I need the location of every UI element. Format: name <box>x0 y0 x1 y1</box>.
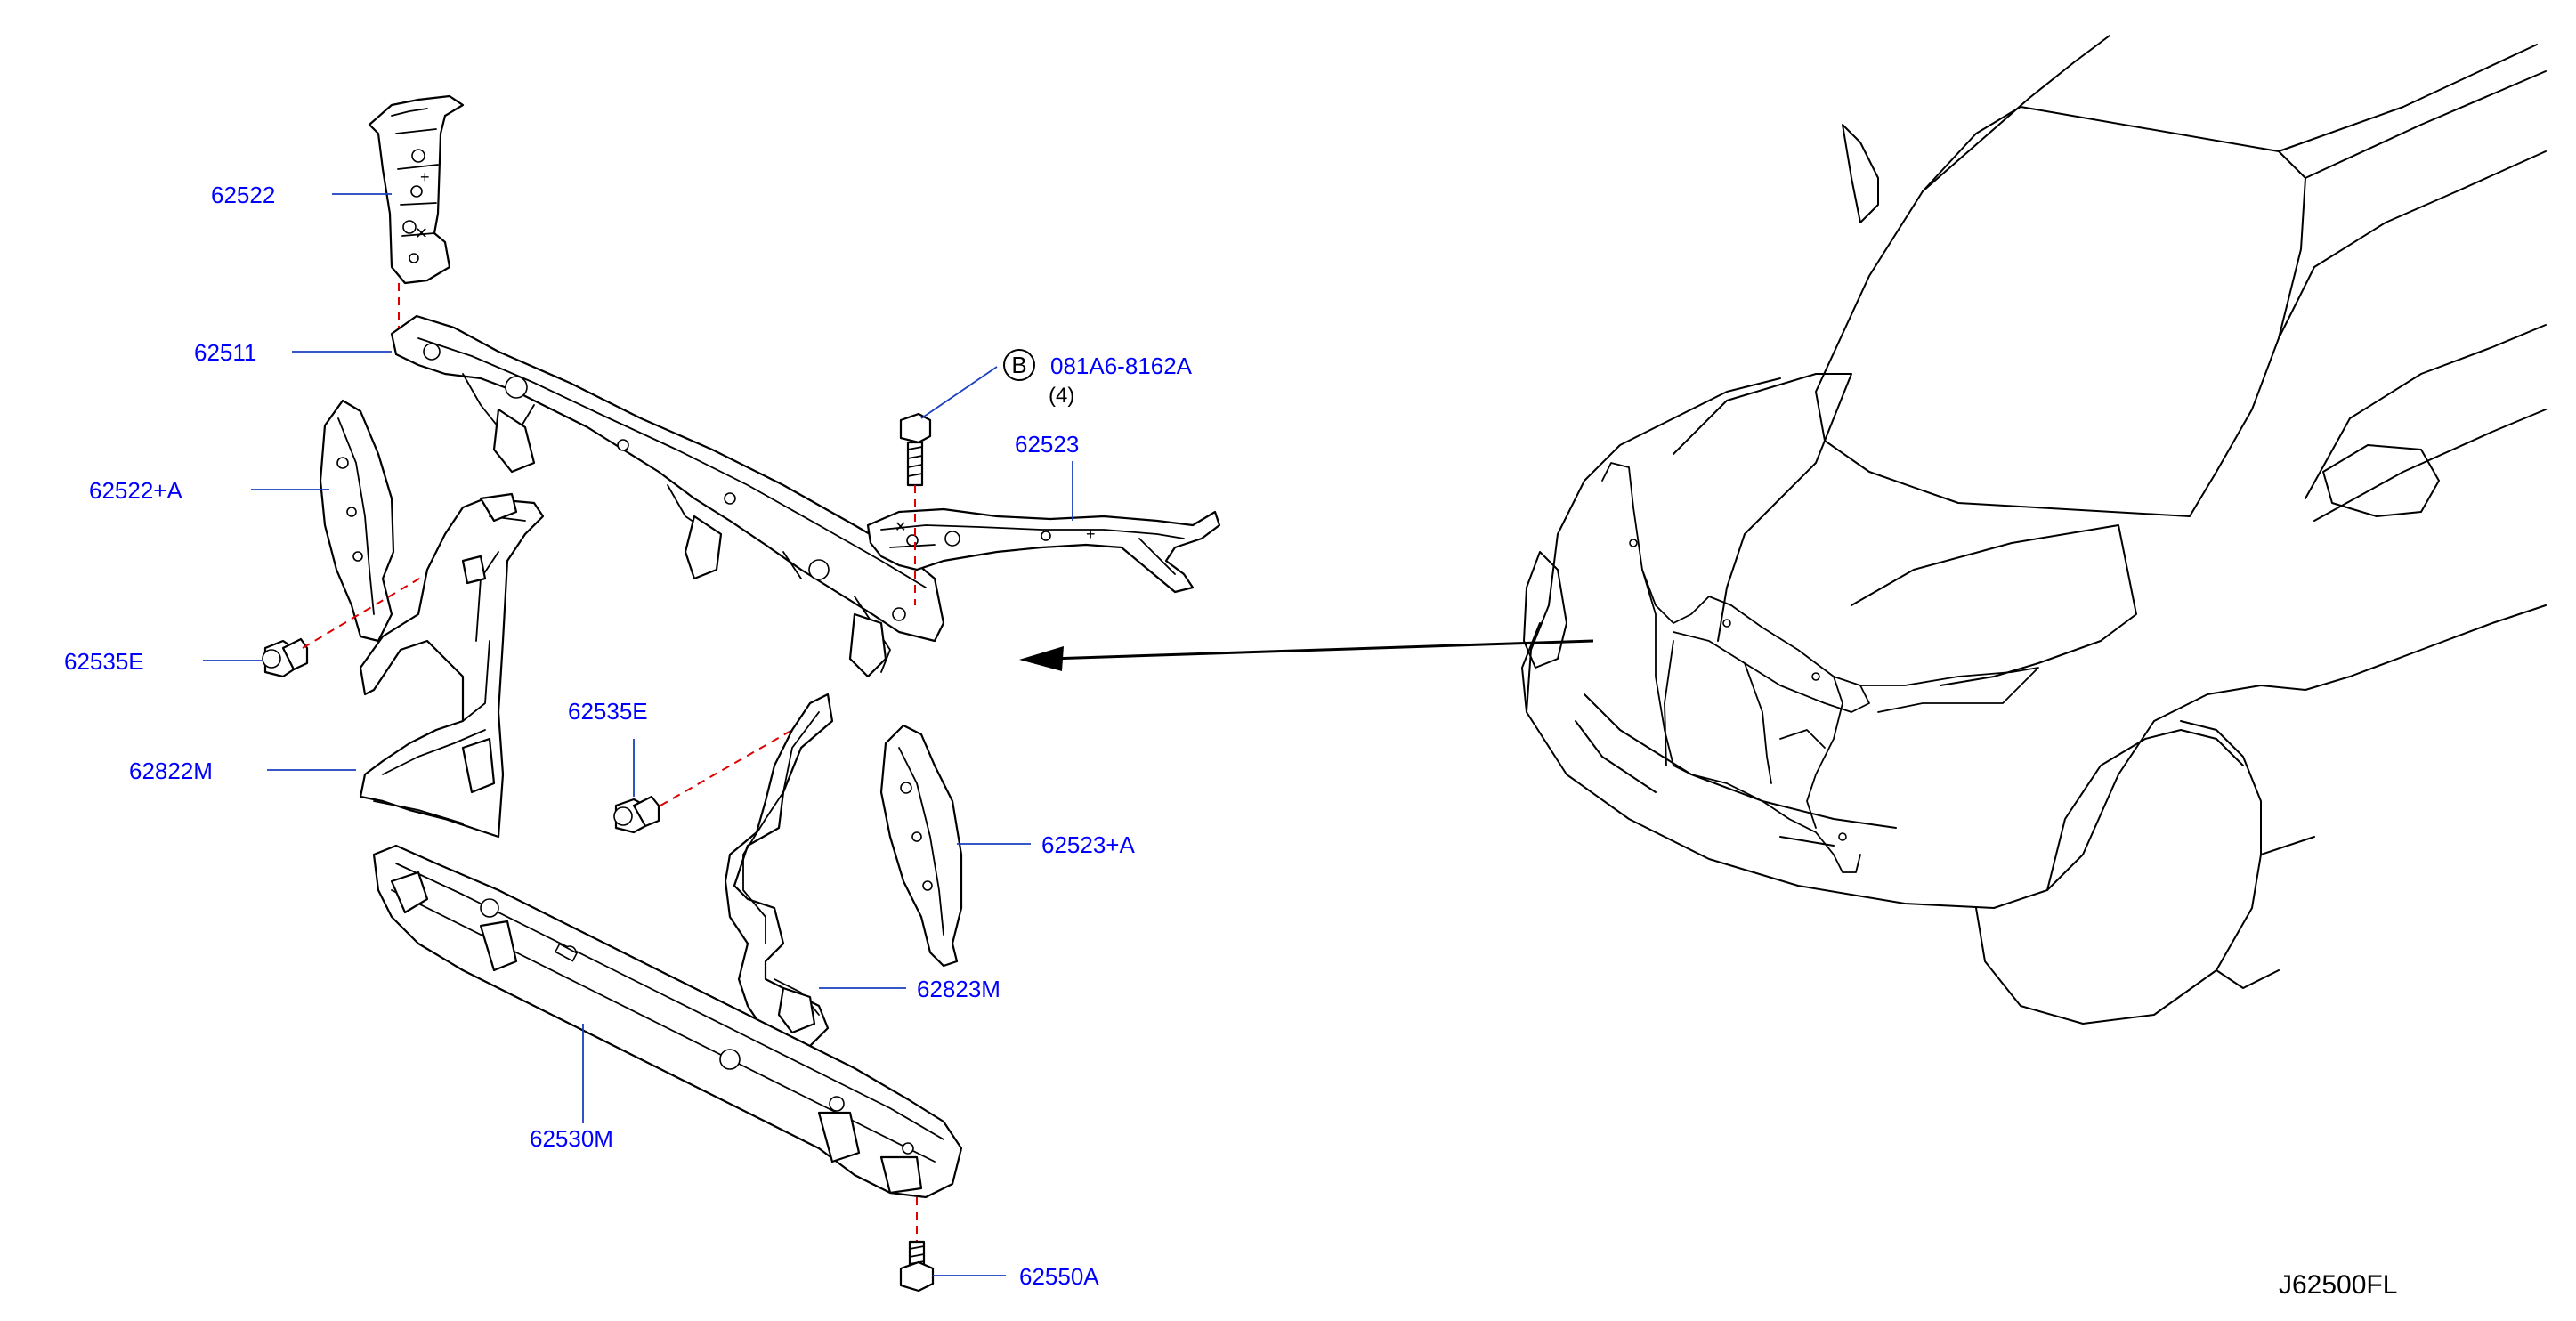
label-62522: 62522 <box>211 182 275 208</box>
part-62523-upper-stay: + ✕ <box>866 507 1221 594</box>
svg-text:+: + <box>1086 525 1096 543</box>
part-62822M-air-guide-left <box>359 492 545 839</box>
label-62823M: 62823M <box>917 976 1000 1002</box>
label-62535E-mid: 62535E <box>568 698 648 725</box>
label-62511: 62511 <box>194 339 256 366</box>
vehicle-front-view <box>1521 35 2547 1025</box>
label-62822M: 62822M <box>129 758 213 784</box>
bolt-symbol-circle <box>1003 349 1035 381</box>
part-62535E-mid-clip <box>613 795 660 834</box>
bolt-081A6-8162A <box>899 412 932 487</box>
label-bolt-qty: (4) <box>1049 384 1074 408</box>
part-62523A-side-stay <box>879 724 963 968</box>
leader-bolt-081A6 <box>920 366 998 419</box>
diagram-code: J62500FL <box>2279 1270 2397 1300</box>
label-bolt-081A6: 081A6-8162A <box>1050 353 1193 379</box>
part-62823M-air-guide-right <box>724 693 834 1048</box>
bolt-symbol-letter: B <box>1011 352 1026 378</box>
svg-text:+: + <box>420 168 430 186</box>
label-62550A: 62550A <box>1019 1263 1099 1290</box>
location-arrow <box>1019 639 1594 671</box>
svg-text:✕: ✕ <box>895 520 906 535</box>
part-62511-upper-member <box>390 314 945 678</box>
label-62522A: 62522+A <box>89 477 182 504</box>
label-62523A: 62523+A <box>1041 831 1135 858</box>
part-62530M-lower-member <box>372 844 963 1199</box>
label-62530M: 62530M <box>530 1125 613 1152</box>
bolt-62550A <box>899 1240 935 1293</box>
part-62522A-side-stay <box>319 399 395 643</box>
label-62523: 62523 <box>1015 431 1079 458</box>
part-62535E-left-clip <box>262 637 309 678</box>
fastener-path-62535E-mid <box>660 711 824 806</box>
part-62522-bracket: + ✕ <box>368 94 465 285</box>
svg-text:✕: ✕ <box>415 224 428 242</box>
label-62535E-left: 62535E <box>64 648 144 675</box>
